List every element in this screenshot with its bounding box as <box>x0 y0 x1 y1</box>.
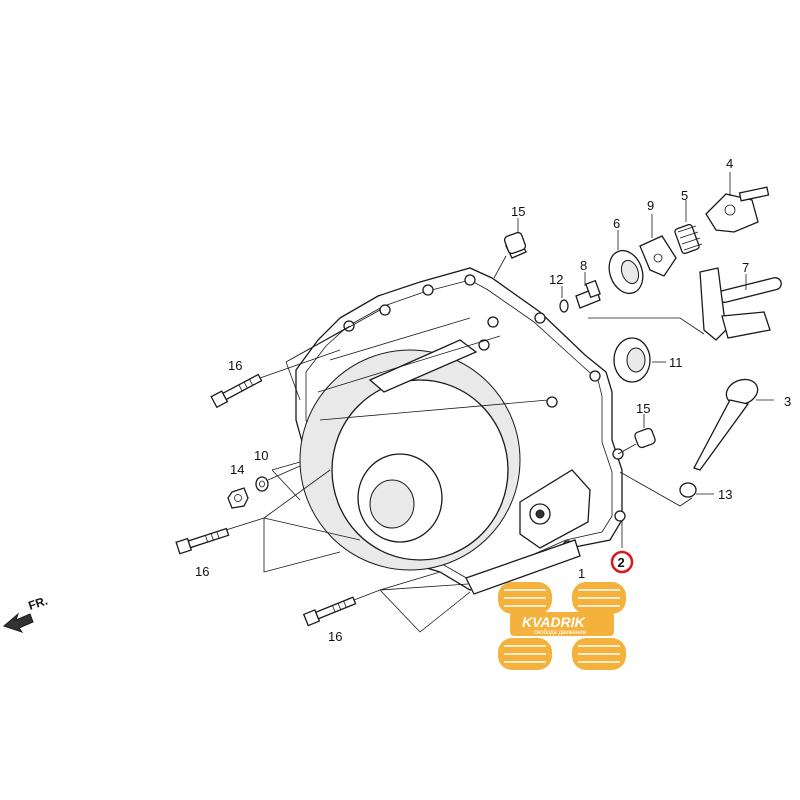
front-direction-arrow: FR. <box>3 594 50 633</box>
callout-13: 13 <box>718 487 732 502</box>
callout-16c: 16 <box>328 629 342 644</box>
bolt-16-middle <box>175 517 265 555</box>
bearing-11 <box>613 337 666 383</box>
dipstick-3 <box>693 378 774 471</box>
callout-15b: 15 <box>636 401 650 416</box>
watermark-brand: KVADRIK <box>522 614 586 630</box>
shift-arm-4 <box>705 172 770 233</box>
callout-15a: 15 <box>511 204 525 219</box>
bolt-8 <box>575 272 601 309</box>
nut-14 <box>227 487 249 509</box>
callout-2: 2 <box>618 555 625 570</box>
callout-1: 1 <box>578 566 585 581</box>
callout-12: 12 <box>549 272 563 287</box>
callout-4: 4 <box>726 156 733 171</box>
bolt-16-upper <box>210 349 341 409</box>
callout-7: 7 <box>742 260 749 275</box>
callout-16a: 16 <box>228 358 242 373</box>
highlight-circle <box>610 550 634 574</box>
callout-11: 11 <box>669 355 683 370</box>
dowel-pin-15-right <box>617 414 656 455</box>
watermark-tyres <box>498 582 626 670</box>
callout-8: 8 <box>580 258 587 273</box>
callout-16b: 16 <box>195 564 209 579</box>
callout-5: 5 <box>681 188 688 203</box>
crankcase-cover <box>295 267 626 595</box>
callout-3: 3 <box>784 394 791 409</box>
callout-10: 10 <box>254 448 268 463</box>
washer-10 <box>255 476 269 492</box>
shift-spindle-7 <box>588 267 782 341</box>
callout-labels: 4 9 5 15 6 12 8 7 11 16 3 15 10 14 13 16… <box>195 156 791 644</box>
callout-9: 9 <box>647 198 654 213</box>
washer-12 <box>559 286 569 313</box>
o-ring-13 <box>619 471 714 507</box>
spring-5 <box>674 200 703 255</box>
dowel-pin-15-top <box>493 218 527 279</box>
callout-14: 14 <box>230 462 244 477</box>
callout-6: 6 <box>613 216 620 231</box>
stopper-plate-9 <box>639 214 677 277</box>
cam-plate-6 <box>608 230 644 295</box>
kvadrik-watermark: KVADRIK свобода движения <box>498 582 626 670</box>
bolt-16-lower <box>302 589 381 627</box>
bolt-leader-lines <box>263 309 471 633</box>
watermark-tagline: свобода движения <box>534 630 586 636</box>
front-direction-label: FR. <box>27 594 50 613</box>
